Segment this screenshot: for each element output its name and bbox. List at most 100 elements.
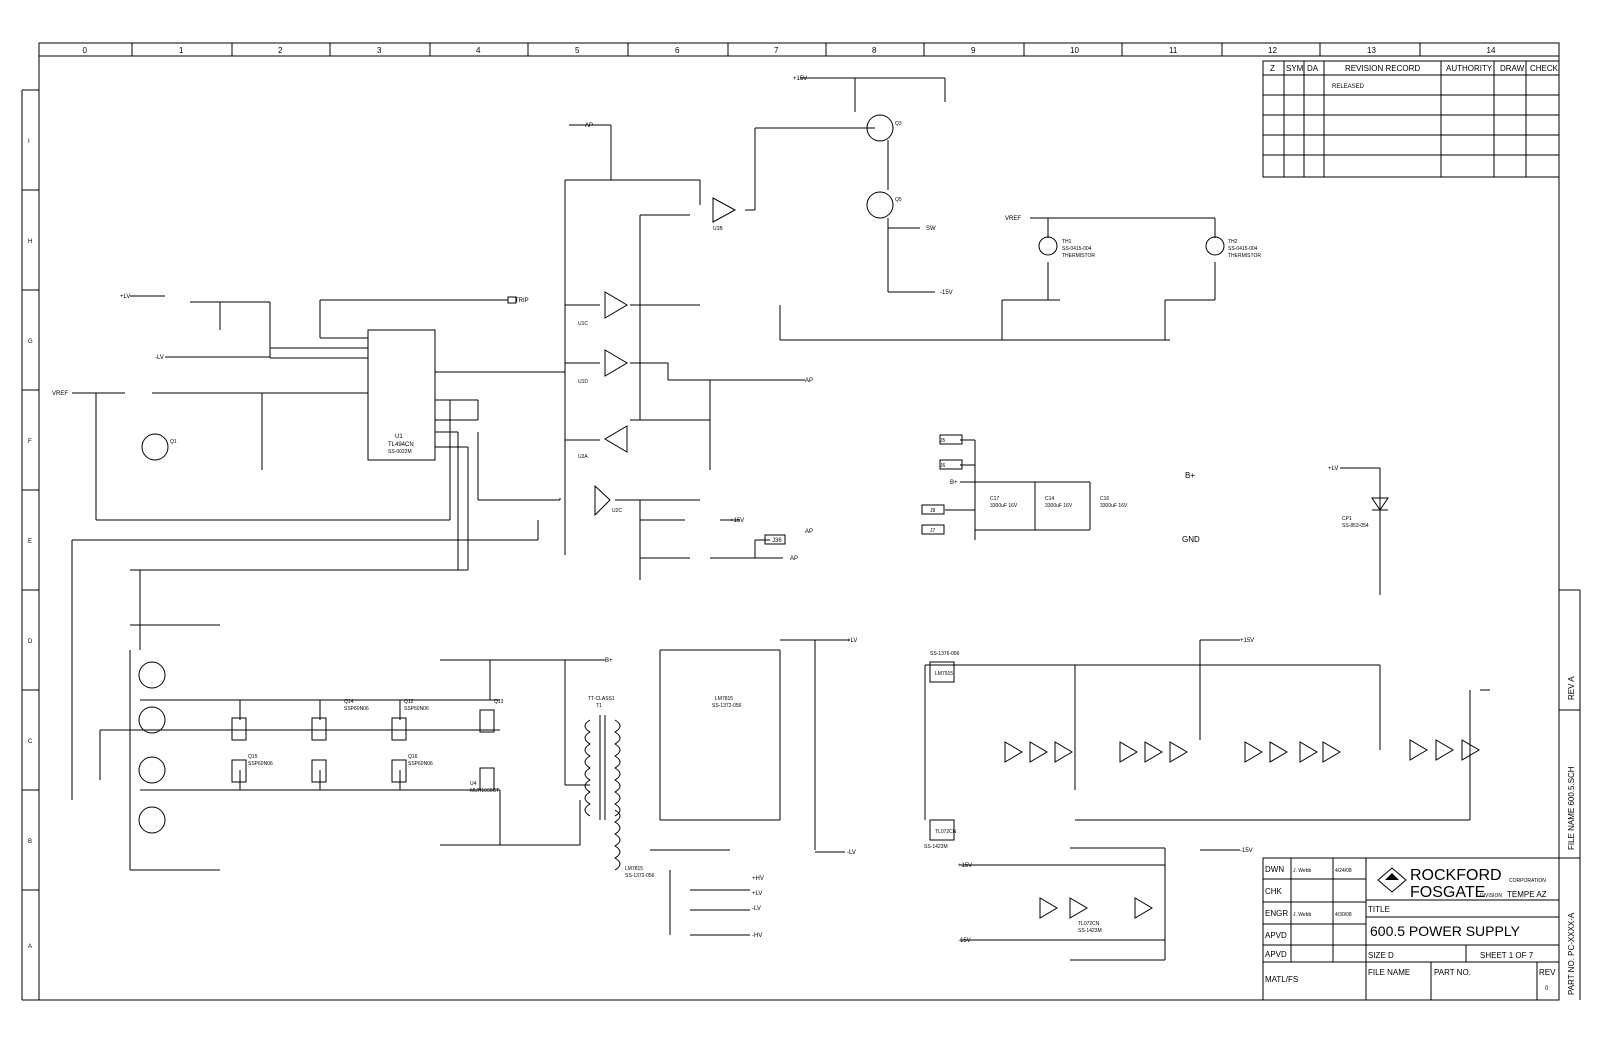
rockford-logo [1377,867,1407,893]
net-pos15-right: +15V [1240,638,1254,644]
c17-part: 3300uF 16V [990,503,1018,509]
net-ap-right: AP [805,529,813,535]
q16-part: MUR1660CT [470,788,499,794]
u1b-ref: U1B [713,226,723,232]
u5-pn: SS-1423M [1078,928,1102,934]
column-label: 0 [83,46,88,55]
net-j6: J6 [940,463,946,469]
ic-u1-tl494 [367,329,436,461]
q5-ref: Q5 [895,197,902,203]
c16-part: 3300uF 16V [1100,503,1128,509]
net-lv-neg-right: -LV [847,850,856,856]
drawing-title: 600.5 POWER SUPPLY [1370,923,1521,939]
q13-ref: Q15 [248,754,258,760]
rev-header-z: Z [1270,64,1275,73]
comparator-u1c [604,291,628,319]
tb-date-dwn: 4/24/08 [1335,868,1352,874]
opamp-buffer-7 [1244,741,1263,763]
c17-ref: C17 [990,496,999,502]
column-label: 13 [1367,46,1376,55]
net-lv-pos-right: +LV [847,638,857,644]
row-label: A [28,944,32,950]
th2-ref: TH2 [1228,239,1238,245]
q12-part: SSP60N06 [344,706,369,712]
u3-part: LM7815 [715,696,733,702]
opamp-buffer-1 [1004,741,1023,763]
net-lv-pos-low: +LV [752,891,762,897]
part-no-label: PART NO. [1434,968,1471,977]
net-vref-right: VREF [1005,216,1021,222]
u14-pn: SS-1423M [924,844,948,850]
side-file-name: FILE NAME 600.5.SCH [1567,766,1576,850]
net-ap-mid: AP [805,378,813,384]
row-label: G [28,339,33,345]
row-label: C [28,739,33,745]
u1-ref: U1 [395,434,403,440]
row-label: D [28,639,33,645]
net-trip: TRIP [515,298,529,304]
u1-part: TL494CN [388,442,414,448]
row-label: H [28,239,32,245]
side-part-no: PART NO. PC-XXXX-A [1567,912,1576,995]
tb-label-matl: MATL/FS [1265,975,1298,984]
thermistor-th1 [1038,236,1058,256]
column-label: 6 [675,46,680,55]
file-name-label: FILE NAME [1368,968,1410,977]
company-corporation: CORPORATION [1509,878,1546,884]
transistor-q5 [866,191,894,219]
column-label: 7 [774,46,779,55]
net-pos15-mid: +15V [730,518,744,524]
wiring [71,77,1490,961]
rev-header-draw: DRAW [1500,64,1525,73]
transformer-t1 [584,715,621,871]
net-labels: +LV -LV VREF VREF AP AP AP AP +15V +15V … [52,76,1338,944]
opamp-buffer-3 [1054,741,1073,763]
net-j7: J7 [930,528,936,534]
q12-ref: Q14 [344,699,354,705]
rev-header-check: CHECK [1530,64,1559,73]
comparator-u2c [594,484,611,517]
row-label: E [28,539,32,545]
net-b-plus-right: B+ [1185,471,1195,480]
q3-ref: Q3 [895,121,902,127]
transistor-q1 [141,433,169,461]
u1d-ref: U1D [578,379,588,385]
comparator-u1d [604,349,628,377]
transistor-q8 [138,706,166,734]
c14-ref: C14 [1045,496,1054,502]
component-symbols: U1 TL494CN SS-0022M U1B U1C U1D U2A U2C … [138,114,1480,934]
cp1-pn: SS-853-054 [1342,523,1369,529]
regulator-u14 [929,819,955,841]
rev-header-authority: AUTHORITY [1446,64,1493,73]
tb-label-apvd-2: APVD [1265,950,1287,959]
row-label: I [28,139,30,145]
rev-header-record: REVISION RECORD [1345,64,1420,73]
led-cp1 [1371,497,1389,511]
tb-name-engr: J. Webb [1293,912,1311,918]
mosfet-row-bottom [231,759,495,791]
sheet-number: SHEET 1 OF 7 [1480,951,1534,960]
net-b-plus-mid: B+ [950,480,958,486]
opamp-buffer-9 [1299,741,1318,763]
tb-label-chk: CHK [1265,887,1283,896]
net-lv-pos: +LV [120,294,130,300]
th1-ref: TH1 [1062,239,1072,245]
q10-ref: Q12 [404,699,414,705]
net-ap-top: AP [585,123,593,129]
rev-value: 0 [1545,986,1549,992]
tb-label-apvd-1: APVD [1265,931,1287,940]
tb-label-engr: ENGR [1265,909,1288,918]
opamp-buffer-10 [1322,741,1341,763]
company-name-line1: ROCKFORD [1410,867,1502,884]
opamp-buffer-5 [1144,741,1163,763]
rev-header-da: DA [1307,64,1319,73]
column-label: 12 [1268,46,1277,55]
opamp-buffer-13 [1461,739,1480,761]
net-vref-left: VREF [52,391,68,397]
opamp-u6 [1069,897,1088,919]
tb-date-engr: 4/30/08 [1335,912,1352,918]
connector-flags [507,296,963,545]
